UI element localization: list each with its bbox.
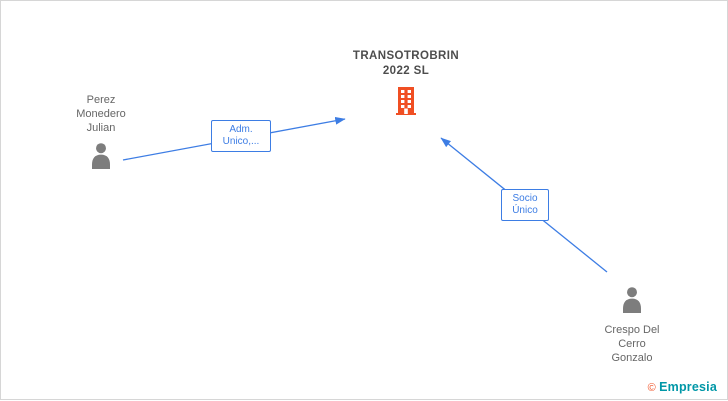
person-crespo-line1: Crespo Del	[604, 324, 660, 336]
person-perez-line2: Monedero	[76, 108, 126, 120]
company-name-line2: 2022 SL	[382, 65, 430, 77]
edge-label-socio[interactable]: Socio Único	[501, 189, 549, 221]
person-icon	[89, 143, 113, 174]
edge-label-adm-line2: Unico,...	[222, 136, 260, 147]
person-perez-line1: Perez	[86, 94, 116, 106]
person-crespo-line2: Cerro	[618, 338, 646, 350]
person-node-crespo[interactable]: Crespo Del Cerro Gonzalo	[585, 287, 679, 365]
person-crespo-line3: Gonzalo	[611, 352, 653, 364]
building-icon	[394, 86, 418, 121]
edge-label-socio-line1: Socio	[512, 193, 538, 204]
empresia-logo[interactable]: Empresia	[659, 380, 717, 394]
person-node-perez[interactable]: Perez Monedero Julian	[56, 93, 146, 174]
edge-label-adm-line1: Adm.	[229, 124, 253, 135]
company-node[interactable]: TRANSOTROBRIN 2022 SL	[324, 49, 488, 121]
person-perez-line3: Julian	[86, 122, 116, 134]
footer-brand[interactable]: © Empresia	[648, 380, 717, 394]
copyright-symbol: ©	[647, 382, 656, 394]
company-name-line1: TRANSOTROBRIN	[352, 50, 460, 62]
person-icon	[620, 287, 644, 318]
edge-label-adm[interactable]: Adm. Unico,...	[211, 120, 271, 152]
edge-label-socio-line2: Único	[512, 205, 538, 216]
